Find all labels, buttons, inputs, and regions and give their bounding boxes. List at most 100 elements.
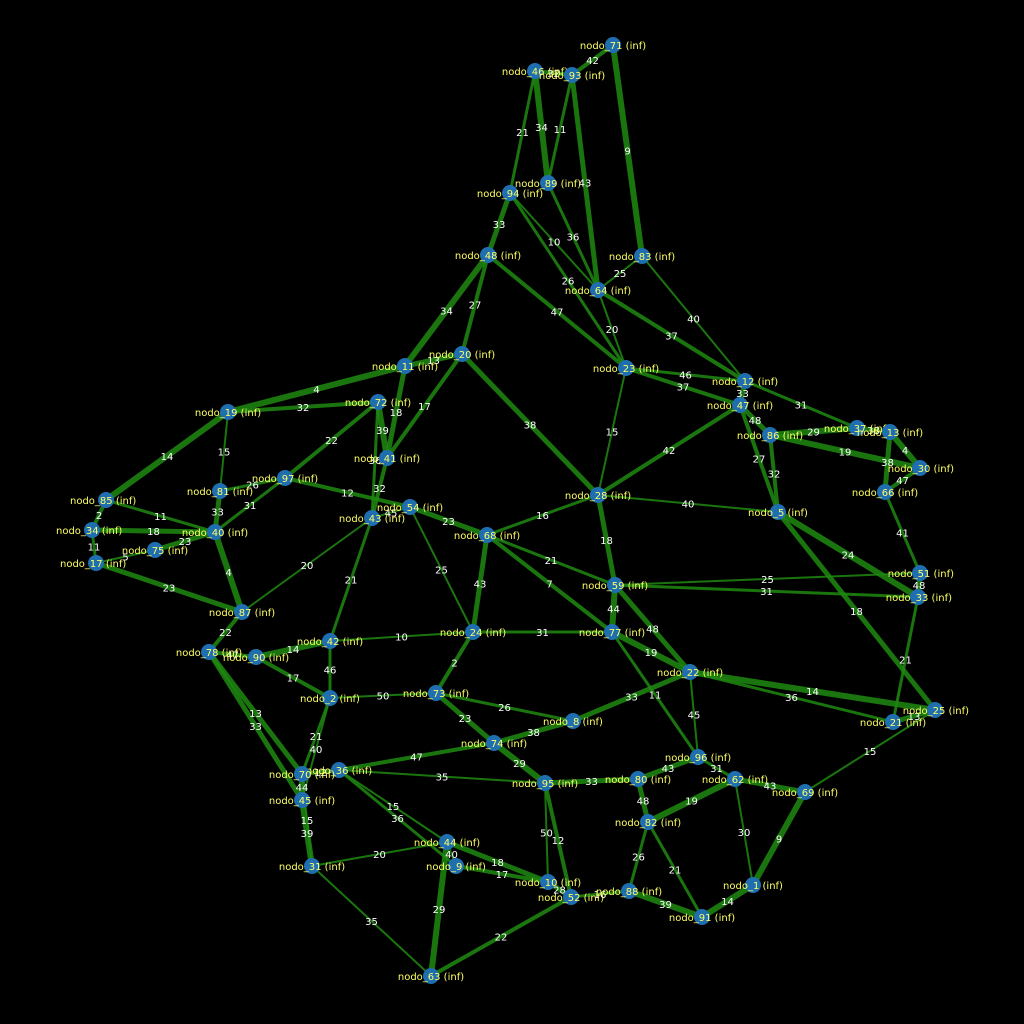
node-marker[interactable] (479, 527, 495, 543)
node-marker[interactable] (737, 373, 753, 389)
node-n88[interactable]: nodo_88 (inf) (596, 883, 662, 899)
node-marker[interactable] (540, 175, 556, 191)
node-marker[interactable] (465, 624, 481, 640)
node-n24[interactable]: nodo_24 (inf) (440, 624, 506, 640)
node-n72[interactable]: nodo_72 (inf) (345, 394, 411, 410)
node-n54[interactable]: nodo_54 (inf) (377, 499, 443, 515)
node-marker[interactable] (147, 542, 163, 558)
node-n73[interactable]: nodo_73 (inf) (403, 685, 469, 701)
node-n70[interactable]: nodo_70 (inf) (269, 766, 335, 782)
node-n19[interactable]: nodo_19 (inf) (195, 404, 261, 420)
node-n17[interactable]: nodo_17 (inf) (60, 555, 126, 571)
node-n44[interactable]: nodo_44 (inf) (414, 834, 480, 850)
node-n59[interactable]: nodo_59 (inf) (582, 577, 648, 593)
node-marker[interactable] (621, 883, 637, 899)
node-marker[interactable] (397, 358, 413, 374)
node-marker[interactable] (277, 470, 293, 486)
node-marker[interactable] (294, 766, 310, 782)
node-marker[interactable] (797, 784, 813, 800)
node-n97[interactable]: nodo_97 (inf) (252, 470, 318, 486)
node-marker[interactable] (331, 762, 347, 778)
node-n51[interactable]: nodo_51 (inf) (888, 565, 954, 581)
node-n42[interactable]: nodo_42 (inf) (297, 633, 363, 649)
node-n13[interactable]: nodo_13 (inf) (857, 424, 923, 440)
node-marker[interactable] (294, 792, 310, 808)
node-n11[interactable]: nodo_11 (inf) (372, 358, 438, 374)
node-n48[interactable]: nodo_48 (inf) (455, 247, 521, 263)
node-n20[interactable]: nodo_20 (inf) (429, 346, 495, 362)
node-n47[interactable]: nodo_47 (inf) (707, 397, 773, 413)
node-marker[interactable] (877, 484, 893, 500)
node-marker[interactable] (304, 858, 320, 874)
node-n85[interactable]: nodo_85 (inf) (70, 492, 136, 508)
node-marker[interactable] (605, 37, 621, 53)
node-marker[interactable] (212, 483, 228, 499)
node-n63[interactable]: nodo_63 (inf) (398, 968, 464, 984)
node-marker[interactable] (98, 492, 114, 508)
node-n66[interactable]: nodo_66 (inf) (852, 484, 918, 500)
node-n22[interactable]: nodo_22 (inf) (657, 664, 723, 680)
node-n71[interactable]: nodo_71 (inf) (580, 37, 646, 53)
node-n12[interactable]: nodo_12 (inf) (712, 373, 778, 389)
node-marker[interactable] (849, 420, 865, 436)
node-n46[interactable]: nodo_46 (inf) (502, 63, 568, 79)
node-n1[interactable]: nodo_1 (inf) (723, 877, 783, 893)
node-marker[interactable] (423, 968, 439, 984)
node-n74[interactable]: nodo_74 (inf) (461, 735, 527, 751)
node-marker[interactable] (910, 589, 926, 605)
node-n43[interactable]: nodo_43 (inf) (339, 510, 405, 526)
node-marker[interactable] (201, 644, 217, 660)
node-n21[interactable]: nodo_21 (inf) (860, 714, 926, 730)
node-n87[interactable]: nodo_87 (inf) (209, 604, 275, 620)
node-marker[interactable] (322, 633, 338, 649)
node-marker[interactable] (564, 67, 580, 83)
node-n81[interactable]: nodo_81 (inf) (187, 483, 253, 499)
node-marker[interactable] (912, 460, 928, 476)
node-n37[interactable]: nodo_37 (inf) (824, 420, 890, 436)
node-n64[interactable]: nodo_64 (inf) (565, 282, 631, 298)
node-n95[interactable]: nodo_95 (inf) (512, 775, 578, 791)
node-n36[interactable]: nodo_36 (inf) (306, 762, 372, 778)
node-marker[interactable] (694, 909, 710, 925)
node-n2[interactable]: nodo_2 (inf) (300, 690, 360, 706)
node-n75[interactable]: nodo_75 (inf) (122, 542, 188, 558)
node-marker[interactable] (207, 524, 223, 540)
node-marker[interactable] (727, 771, 743, 787)
node-marker[interactable] (885, 714, 901, 730)
node-marker[interactable] (322, 690, 338, 706)
node-n89[interactable]: nodo_89 (inf) (515, 175, 581, 191)
node-marker[interactable] (402, 499, 418, 515)
node-marker[interactable] (364, 510, 380, 526)
node-n68[interactable]: nodo_68 (inf) (454, 527, 520, 543)
node-marker[interactable] (480, 247, 496, 263)
node-marker[interactable] (563, 889, 579, 905)
node-marker[interactable] (682, 664, 698, 680)
node-n23[interactable]: nodo_23 (inf) (593, 360, 659, 376)
node-n25[interactable]: nodo_25 (inf) (903, 702, 969, 718)
node-n93[interactable]: nodo_93 (inf) (539, 67, 605, 83)
node-n8[interactable]: nodo_8 (inf) (543, 713, 603, 729)
node-marker[interactable] (84, 522, 100, 538)
node-marker[interactable] (630, 771, 646, 787)
node-marker[interactable] (732, 397, 748, 413)
node-n9[interactable]: nodo_9 (inf) (426, 858, 486, 874)
node-marker[interactable] (640, 814, 656, 830)
node-marker[interactable] (590, 282, 606, 298)
node-marker[interactable] (428, 685, 444, 701)
node-marker[interactable] (590, 487, 606, 503)
node-marker[interactable] (762, 427, 778, 443)
node-marker[interactable] (745, 877, 761, 893)
node-n90[interactable]: nodo_90 (inf) (223, 649, 289, 665)
node-n77[interactable]: nodo_77 (inf) (579, 624, 645, 640)
node-marker[interactable] (882, 424, 898, 440)
node-marker[interactable] (618, 360, 634, 376)
node-marker[interactable] (379, 450, 395, 466)
node-n80[interactable]: nodo_80 (inf) (605, 771, 671, 787)
node-n96[interactable]: nodo_96 (inf) (665, 749, 731, 765)
node-n45[interactable]: nodo_45 (inf) (269, 792, 335, 808)
node-marker[interactable] (565, 713, 581, 729)
node-n34[interactable]: nodo_34 (inf) (56, 522, 122, 538)
node-n30[interactable]: nodo_30 (inf) (888, 460, 954, 476)
node-marker[interactable] (448, 858, 464, 874)
node-marker[interactable] (537, 775, 553, 791)
